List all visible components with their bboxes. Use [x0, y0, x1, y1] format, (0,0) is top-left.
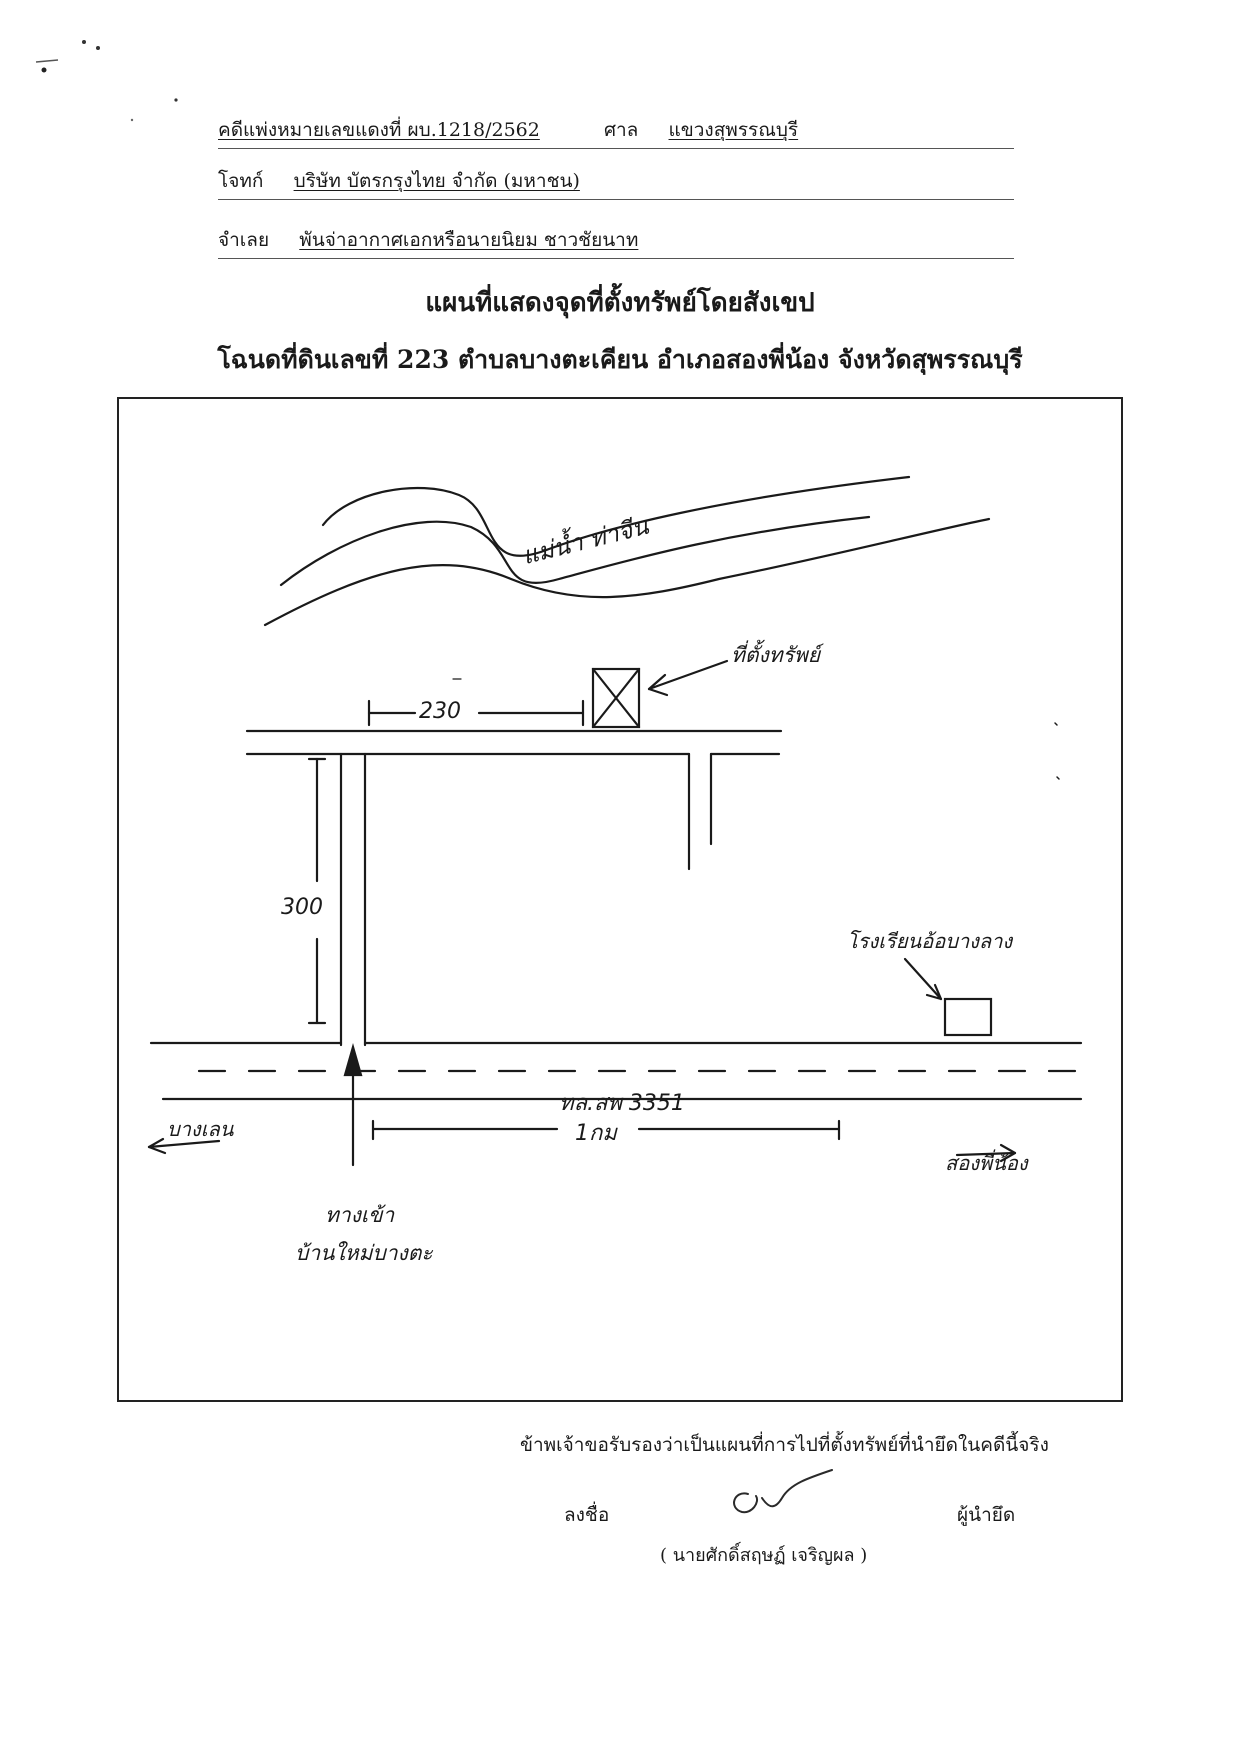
document-title: แผนที่แสดงจุดที่ตั้งทรัพย์โดยสังเขป: [425, 288, 815, 318]
river-bank-outer: [263, 517, 991, 627]
seizer-label: ผู้นำยึด: [957, 1504, 1016, 1526]
sign-label: ลงชื่อ: [564, 1504, 610, 1526]
court-value: แขวงสุพรรณบุรี: [668, 119, 799, 141]
case-number: คดีแพ่งหมายเลขแดงที่ ผบ.1218/2562: [218, 119, 540, 141]
certification-text: ข้าพเจ้าขอรับรองว่าเป็นแผนที่การไปที่ตั้…: [520, 1434, 1049, 1456]
distance-top-label: 230: [419, 699, 461, 724]
plant-marker: [943, 997, 993, 1037]
property-label: ที่ตั้งทรัพย์: [731, 643, 821, 667]
plant-label: โรงเรียนอ้อบางลาง: [847, 929, 1013, 953]
river-bank-upper: [321, 475, 911, 557]
signature: [733, 1469, 833, 1514]
right-direction-label: สองพี่น้อง: [945, 1151, 1028, 1175]
signer-name: ( นายศักดิ์สฤษฏ์ เจริญผล ): [660, 1545, 868, 1566]
distance-side-label: 300: [281, 895, 323, 920]
junction-label-1: ทางเข้า: [325, 1203, 395, 1227]
road-label: ทล.สพ 3351: [559, 1091, 685, 1116]
defendant-row: จำเลย พันจ่าอากาศเอกหรือนายนิยม ชาวชัยนา…: [218, 222, 1014, 259]
property-arrow: [647, 659, 729, 691]
defendant-value: พันจ่าอากาศเอกหรือนายนิยม ชาวชัยนาท: [299, 229, 639, 251]
sketch-map: แม่น้ำ ท่าจีน ที่ตั้งทรัพย์ 230 300 โรงเ…: [117, 397, 1123, 1402]
plaintiff-value: บริษัท บัตรกรุงไทย จำกัด (มหาชน): [293, 170, 580, 192]
document-subtitle: โฉนดที่ดินเลขที่ 223 ตำบลบางตะเคียน อำเภ…: [217, 345, 1023, 374]
defendant-label: จำเลย: [218, 229, 270, 251]
property-marker: [591, 667, 641, 729]
distance-road-label: 1กม: [575, 1121, 617, 1146]
court-label: ศาล: [603, 119, 639, 141]
junction-label-2: บ้านใหม่บางตะ: [295, 1241, 433, 1265]
scan-specks: [35, 40, 178, 122]
plaintiff-row: โจทก์ บริษัท บัตรกรุงไทย จำกัด (มหาชน): [218, 163, 1014, 200]
case-row: คดีแพ่งหมายเลขแดงที่ ผบ.1218/2562 ศาล แข…: [218, 112, 1014, 149]
map-drawing: [147, 475, 1083, 1167]
river-bank-lower: [279, 515, 871, 587]
left-direction-label: บางเลน: [167, 1117, 234, 1141]
plaintiff-label: โจทก์: [218, 170, 264, 192]
